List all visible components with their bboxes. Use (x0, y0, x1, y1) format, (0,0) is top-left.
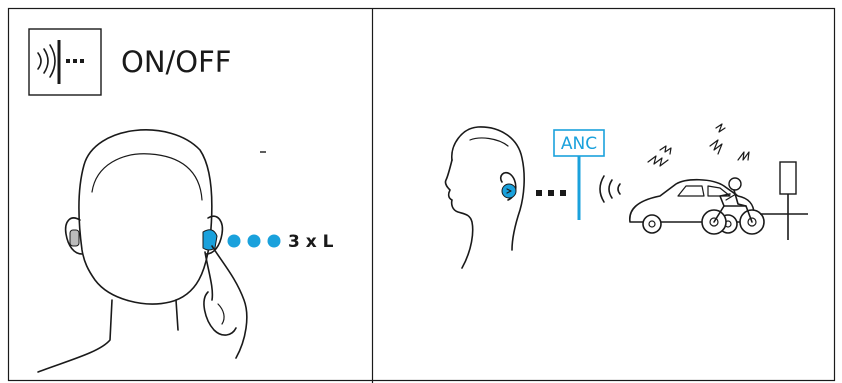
anc-sign: ANC (554, 130, 604, 220)
press-instruction: 3 x L (288, 232, 334, 252)
head-profile-illustration (445, 127, 524, 268)
right-panel: ANC (445, 124, 808, 268)
traffic-light-illustration (760, 162, 808, 240)
head-front-illustration (38, 130, 247, 372)
press-dot (228, 235, 241, 248)
mode-title: ON/OFF (121, 45, 231, 79)
left-panel: ON/OFF 3 (29, 29, 334, 372)
signal-dots (536, 190, 566, 196)
press-dot (268, 235, 281, 248)
press-indicator: 3 x L (228, 232, 334, 252)
press-dot (248, 235, 261, 248)
anc-label: ANC (561, 134, 597, 154)
anc-waves-icon (29, 29, 101, 95)
noise-zigzag-icons (648, 124, 749, 166)
sound-waves-icon (600, 176, 620, 202)
